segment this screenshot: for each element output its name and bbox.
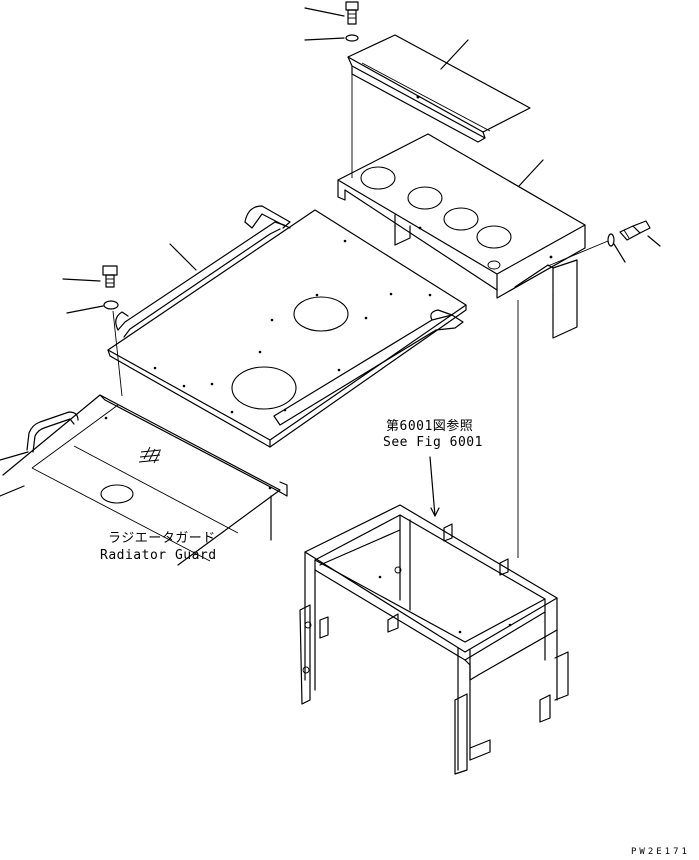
support-frame xyxy=(299,300,569,775)
rear-handle xyxy=(115,205,291,338)
left-washer xyxy=(66,300,123,397)
upper-small-cover xyxy=(347,34,531,143)
reference-note-en: See Fig 6001 xyxy=(383,435,483,450)
mesh-symbol-icon xyxy=(138,446,162,464)
front-handle xyxy=(273,309,464,426)
reference-note-jp: 第6001図参照 xyxy=(386,419,474,434)
top-washer xyxy=(304,34,359,42)
top-bolt xyxy=(304,1,359,25)
radiator-guard-label-en: Radiator Guard xyxy=(100,548,217,563)
radiator-guard xyxy=(0,394,288,566)
right-washer xyxy=(547,233,626,267)
upper-cover-with-holes xyxy=(337,74,586,339)
drawing-code: PW2E171 xyxy=(631,847,690,857)
main-cover-plate xyxy=(107,209,467,448)
left-bolt xyxy=(62,265,118,288)
right-bolt xyxy=(619,220,661,247)
radiator-guard-label-jp: ラジエータガード xyxy=(108,531,216,546)
radiator-guard-handle xyxy=(26,411,79,453)
